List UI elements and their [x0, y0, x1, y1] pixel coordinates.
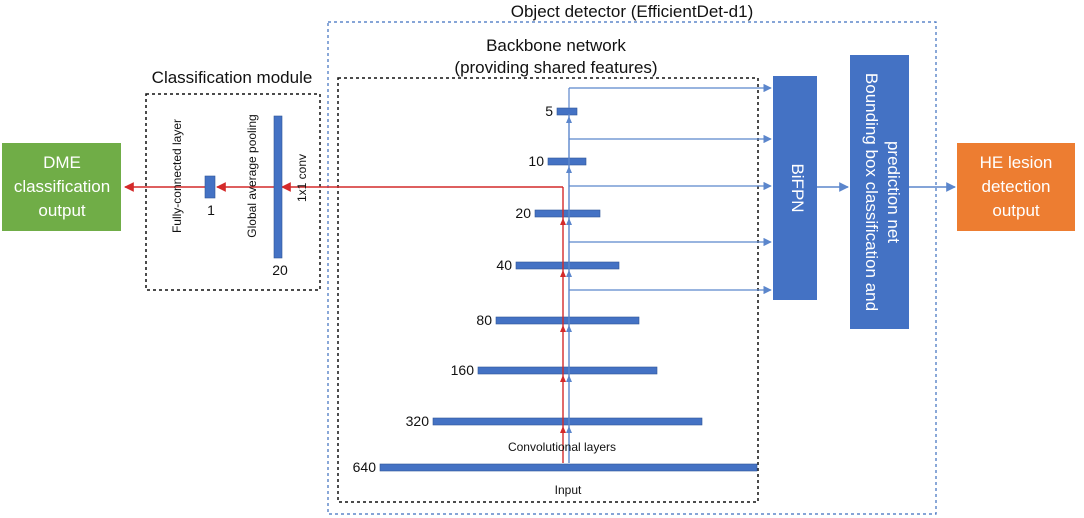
input-label: Input [555, 483, 582, 497]
he-output-box [957, 143, 1075, 231]
blue-flow-arrowhead [566, 270, 572, 277]
bifpn-box [773, 76, 817, 300]
backbone-layer-label-320: 320 [406, 413, 430, 429]
red-flow-arrowhead [560, 270, 566, 277]
blue-flow-arrowhead [566, 166, 572, 173]
conv-1x1-label: 1x1 conv [295, 154, 309, 202]
bifpn-feature-taps [568, 83, 772, 295]
backbone-title: Backbone network [486, 36, 626, 55]
backbone-layer-label-640: 640 [353, 459, 377, 475]
red-flow-arrowhead [560, 325, 566, 332]
backbone-layer-640 [379, 463, 758, 472]
flow-arrowheads [560, 116, 572, 433]
backbone-layers: 5 10 20 40 80 160 320 640 [353, 103, 758, 475]
blue-flow-arrowhead [566, 375, 572, 382]
global-average-pooling-bar [273, 115, 283, 259]
dme-output-line2: classification [14, 177, 110, 196]
prediction-net-line1: Bounding box classification and [862, 73, 881, 311]
gap-size-label: 20 [272, 262, 288, 278]
blue-flow-arrowhead [566, 218, 572, 225]
backbone-layer-20 [534, 209, 601, 218]
dme-output-line1: DME [43, 153, 81, 172]
prediction-net-line2: prediction net [884, 141, 903, 243]
red-flow-arrowhead [560, 375, 566, 382]
blue-flow-arrowhead [566, 116, 572, 123]
he-output-line3: output [992, 201, 1040, 220]
backbone-layer-160 [477, 366, 658, 375]
backbone-layer-label-40: 40 [496, 257, 512, 273]
red-flow-arrowhead [560, 426, 566, 433]
bifpn-label: BiFPN [788, 163, 807, 212]
blue-flow-arrowhead [566, 325, 572, 332]
prediction-net-box [850, 55, 909, 329]
blue-flow-arrowhead [566, 426, 572, 433]
backbone-layer-320 [432, 417, 703, 426]
backbone-layer-10 [547, 157, 587, 166]
dme-output-line3: output [38, 201, 86, 220]
backbone-layer-80 [495, 316, 640, 325]
backbone-layer-label-160: 160 [451, 362, 475, 378]
backbone-layer-label-80: 80 [476, 312, 492, 328]
classification-module-frame [145, 93, 321, 291]
he-output-line1: HE lesion [980, 153, 1053, 172]
convolutional-layers-label: Convolutional layers [508, 440, 616, 454]
fully-connected-block [204, 175, 216, 199]
backbone-layer-label-10: 10 [528, 153, 544, 169]
he-output-line2: detection [982, 177, 1051, 196]
backbone-layer-5 [556, 107, 578, 116]
fc-size-label: 1 [207, 202, 215, 218]
dme-output-box [2, 143, 121, 231]
backbone-layer-40 [515, 261, 620, 270]
backbone-layer-label-20: 20 [515, 205, 531, 221]
object-detector-frame [327, 21, 937, 515]
global-average-pooling-label: Global average pooling [245, 114, 259, 237]
backbone-subtitle: (providing shared features) [454, 58, 657, 77]
object-detector-title: Object detector (EfficientDet-d1) [511, 2, 754, 21]
fully-connected-label: Fully-connected layer [170, 119, 184, 233]
classification-module-title: Classification module [152, 68, 313, 87]
red-flow-arrowhead [560, 218, 566, 225]
backbone-layer-label-5: 5 [545, 103, 553, 119]
